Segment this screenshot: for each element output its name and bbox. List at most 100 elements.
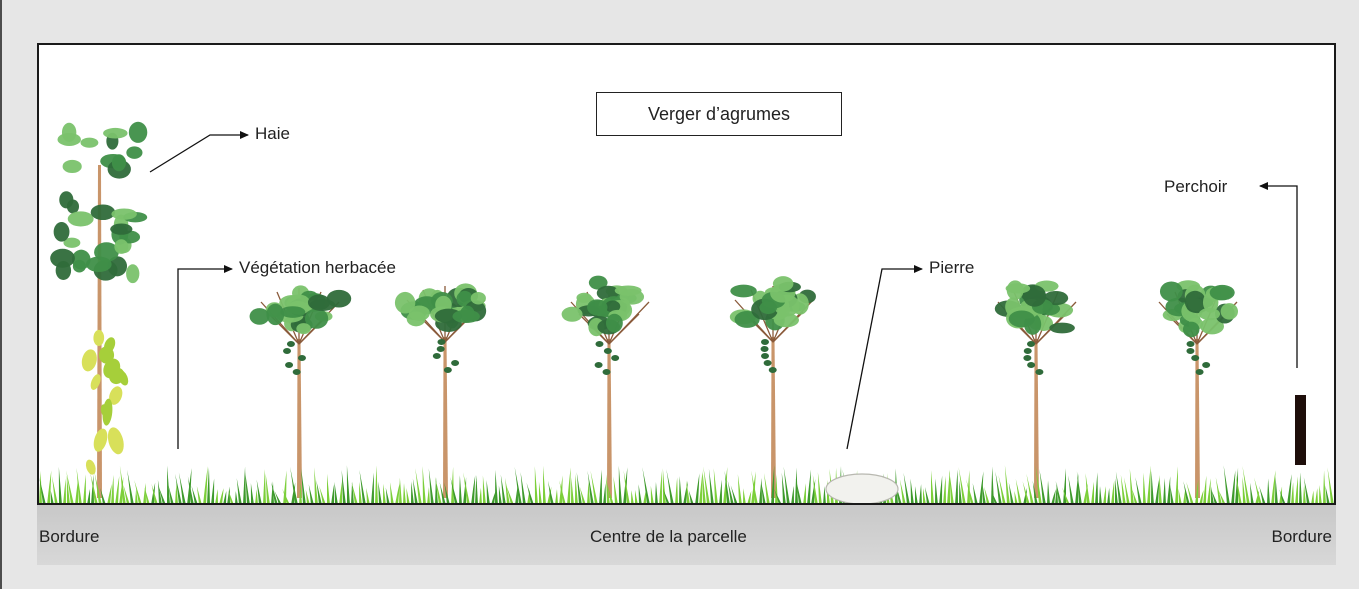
citrus-tree bbox=[561, 275, 650, 498]
grass-blade bbox=[1279, 486, 1283, 503]
grass-blade bbox=[351, 481, 358, 503]
grass-blade bbox=[1323, 470, 1326, 503]
grass-blade bbox=[719, 479, 722, 503]
tree-leaf-cluster bbox=[772, 276, 794, 292]
grass-blade bbox=[547, 480, 554, 503]
grass-blade bbox=[1303, 484, 1306, 503]
grass-blade bbox=[514, 466, 522, 503]
tree-vine-leaf bbox=[763, 360, 772, 366]
grass-blade bbox=[450, 476, 458, 503]
tree-leaf-cluster bbox=[309, 299, 336, 311]
grass-blade bbox=[39, 477, 46, 503]
grass-blade bbox=[571, 477, 574, 503]
grass-blade bbox=[623, 470, 630, 503]
tree-leaf-cluster bbox=[773, 313, 799, 328]
grass-blade bbox=[783, 466, 790, 503]
grass-blade bbox=[947, 469, 950, 503]
grass-blade bbox=[495, 469, 498, 503]
grass-blade bbox=[955, 469, 958, 503]
grass-blade bbox=[1075, 473, 1079, 503]
grass-blade bbox=[730, 485, 738, 503]
grass-blade bbox=[228, 490, 234, 503]
grass-blade bbox=[1327, 467, 1334, 503]
grass-blade bbox=[245, 472, 250, 503]
citrus-tree bbox=[394, 283, 487, 498]
grass-blade bbox=[642, 467, 650, 503]
hedge-leaf-cluster bbox=[107, 256, 128, 277]
citrus-tree bbox=[1158, 280, 1238, 498]
hedge-leaf-cluster bbox=[110, 223, 133, 235]
grass-blade bbox=[959, 480, 962, 503]
grass-blade bbox=[167, 465, 170, 503]
hedge-leaf-cluster bbox=[128, 121, 148, 143]
grass-blade bbox=[1014, 490, 1018, 503]
tree-leaf-cluster bbox=[1220, 303, 1238, 320]
grass-blade bbox=[998, 475, 1006, 503]
grass-blade bbox=[759, 477, 762, 503]
perch-post bbox=[1295, 395, 1306, 465]
stone-shape bbox=[825, 473, 899, 503]
grass-blade bbox=[743, 488, 746, 503]
grass-blade bbox=[215, 489, 218, 503]
grass-blade bbox=[995, 471, 1002, 503]
grass-blade bbox=[1325, 485, 1330, 503]
grass-blade bbox=[299, 482, 302, 503]
grass-blade bbox=[76, 467, 82, 503]
tree-leaf-cluster bbox=[619, 289, 645, 305]
grass-blade bbox=[1163, 478, 1166, 503]
citrus-tree bbox=[994, 280, 1077, 498]
grass-blade bbox=[695, 473, 700, 503]
grass-blade bbox=[271, 481, 274, 503]
grass-blade bbox=[375, 465, 378, 503]
hedge-herb-leaf bbox=[93, 329, 105, 346]
grass-blade bbox=[339, 480, 343, 503]
grass-blade bbox=[559, 480, 566, 503]
grass-blade bbox=[235, 490, 238, 503]
grass-blade bbox=[119, 465, 126, 503]
grass-blade bbox=[1111, 480, 1115, 503]
tree-leaf-cluster bbox=[1182, 321, 1200, 338]
grass-blade bbox=[1032, 480, 1038, 503]
grass-blade bbox=[178, 472, 186, 503]
grass-blade bbox=[1235, 467, 1239, 503]
grass-blade bbox=[223, 490, 227, 503]
grass-blade bbox=[919, 484, 922, 503]
grass-blade bbox=[366, 487, 370, 503]
hedge-leaf-cluster bbox=[62, 159, 82, 174]
grass-blade bbox=[168, 485, 174, 503]
grass-blade bbox=[631, 490, 634, 503]
tree-leaf-cluster bbox=[1008, 310, 1035, 328]
grass-blade bbox=[115, 476, 120, 503]
tree-leaf-cluster bbox=[470, 291, 486, 305]
grass-blade bbox=[411, 481, 414, 503]
grass-blade bbox=[1115, 478, 1118, 503]
grass-blade bbox=[1132, 489, 1138, 503]
grass-blade bbox=[111, 474, 114, 503]
grass-blade bbox=[1183, 481, 1190, 503]
grass-blade bbox=[607, 484, 614, 503]
tree-vine-leaf bbox=[1027, 362, 1036, 368]
grass-blade bbox=[1008, 482, 1014, 503]
grass-blade bbox=[1055, 480, 1062, 503]
tree-vine-leaf bbox=[451, 360, 460, 366]
orchard-illustration bbox=[39, 121, 1336, 505]
grass-blade bbox=[1334, 483, 1336, 505]
hedge-leaf-cluster bbox=[50, 248, 75, 268]
grass-blade bbox=[1175, 466, 1178, 503]
grass-blade bbox=[590, 470, 598, 503]
hedge-leaf-cluster bbox=[80, 137, 99, 148]
grass-blade bbox=[1211, 489, 1218, 503]
grass-blade bbox=[191, 485, 198, 503]
hedge-leaf-cluster bbox=[67, 211, 94, 227]
grass-blade bbox=[1295, 476, 1298, 503]
grass-blade bbox=[491, 490, 496, 503]
grass-blade bbox=[688, 490, 694, 503]
tree-leaf-cluster bbox=[1209, 284, 1235, 301]
grass-blade bbox=[1254, 477, 1262, 503]
grass-blade bbox=[763, 472, 770, 503]
tree-leaf-cluster bbox=[1184, 290, 1206, 313]
grass-blade bbox=[319, 486, 326, 503]
grass-blade bbox=[807, 469, 812, 503]
grass-blade bbox=[39, 471, 42, 503]
grass-blade bbox=[817, 472, 822, 503]
